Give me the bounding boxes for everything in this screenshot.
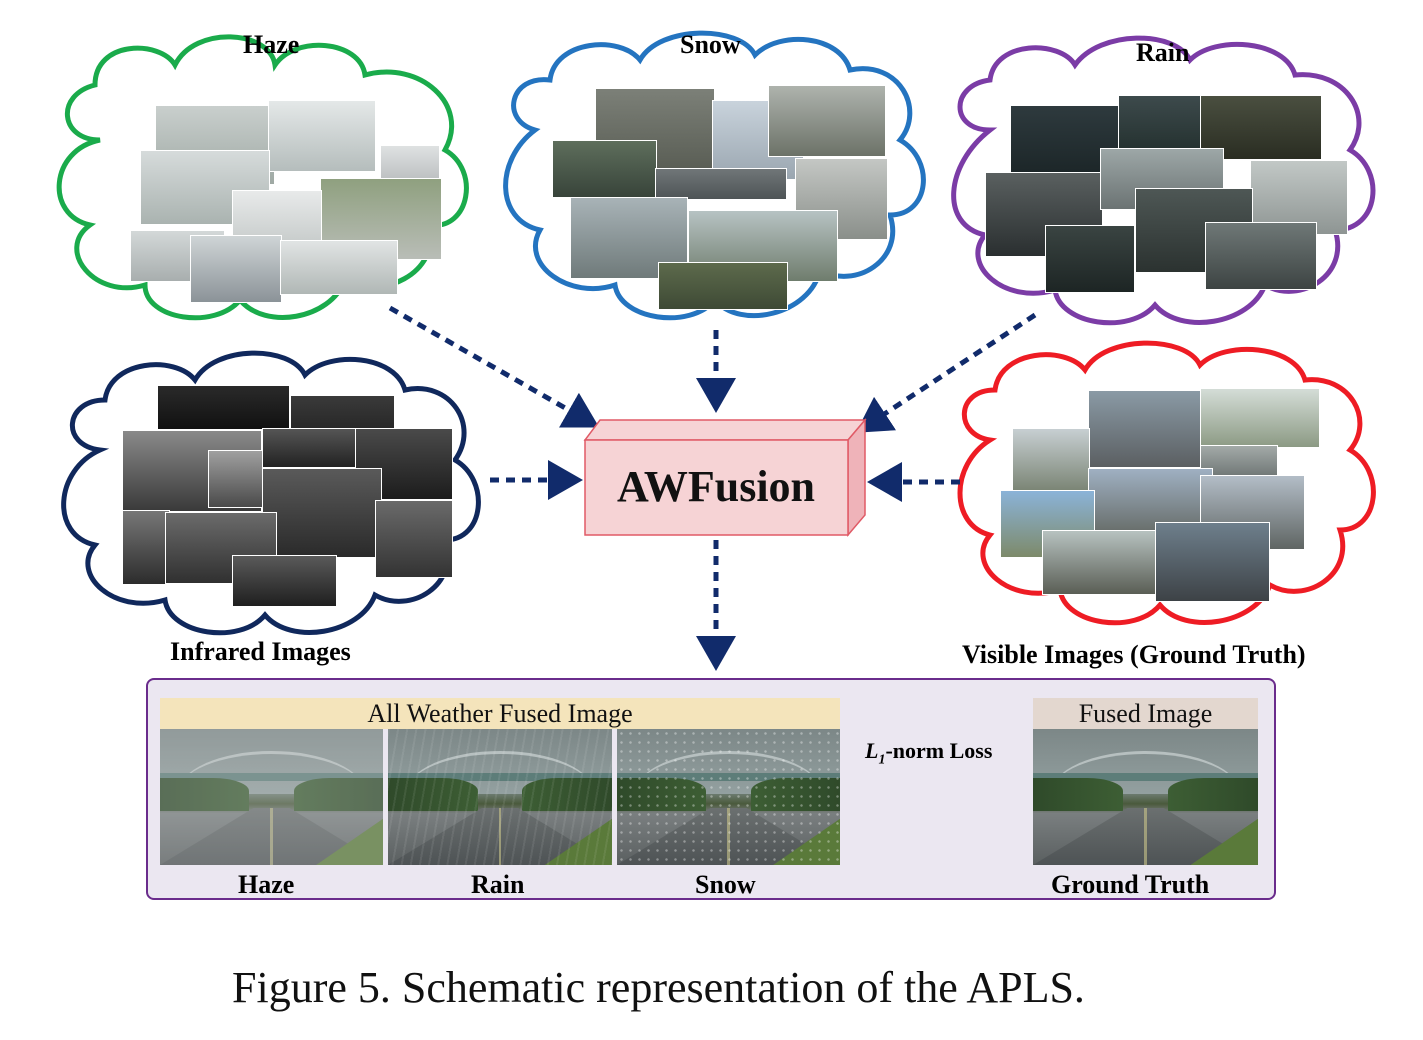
rain-result-caption: Rain [471,870,525,899]
awfusion-label: AWFusion [616,461,816,511]
awfusion-box-side [847,417,866,538]
visible-photo [1088,390,1203,468]
haze-arrow [388,305,600,428]
infrared-photo [232,555,337,607]
infrared-cloud [61,350,481,636]
haze-fused-image [160,729,383,865]
rain-photo [1200,95,1322,160]
visible-cloud [957,340,1376,626]
visible-label: Visible Images (Ground Truth) [962,640,1306,669]
loss-subscript: 1 [878,752,886,768]
rain-photo [1045,225,1135,293]
visible-photo [1042,530,1157,595]
rain-cloud [951,35,1376,326]
haze-photo [280,240,398,295]
snow-photo [552,140,657,198]
infrared-photo [122,510,170,585]
rain-arrow [855,312,1037,433]
haze-photo [190,235,282,303]
infrared-photo [165,512,277,584]
visible-photo [1200,388,1320,448]
infrared-photo [157,385,290,430]
infrared-photo [262,428,357,468]
loss-label: L1-norm Loss [865,738,992,768]
awfusion-box-top [583,419,867,441]
ground-truth-image [1033,729,1258,865]
rain-photo [1205,222,1317,290]
haze-photo [268,100,376,172]
snow-photo [658,262,788,310]
ground-truth-caption: Ground Truth [1051,870,1210,899]
ground-truth-banner: Fused Image [1033,698,1258,729]
visible-photo [1012,428,1090,492]
snow-photo [655,168,787,200]
snow-label: Snow [680,30,741,59]
infrared-label: Infrared Images [170,637,351,666]
snow-result-caption: Snow [695,870,756,899]
haze-result-caption: Haze [238,870,295,899]
awfusion-box [583,417,867,538]
infrared-photo [375,500,453,578]
loss-suffix: -norm Loss [885,738,993,763]
visible-photo [1155,522,1270,602]
figure-caption: Figure 5. Schematic representation of th… [232,963,1085,1012]
loss-symbol: L [865,738,879,763]
fused-image-banner: All Weather Fused Image [160,698,840,729]
rain-photo [1118,95,1206,155]
snow-fused-image [617,729,840,865]
snow-photo [768,85,886,157]
snow-cloud [503,30,926,321]
haze-cloud [56,34,469,321]
awfusion-box-front [584,439,849,536]
haze-label: Haze [243,30,300,59]
rain-fused-image [388,729,612,865]
infrared-photo [262,468,382,558]
rain-label: Rain [1136,38,1190,67]
